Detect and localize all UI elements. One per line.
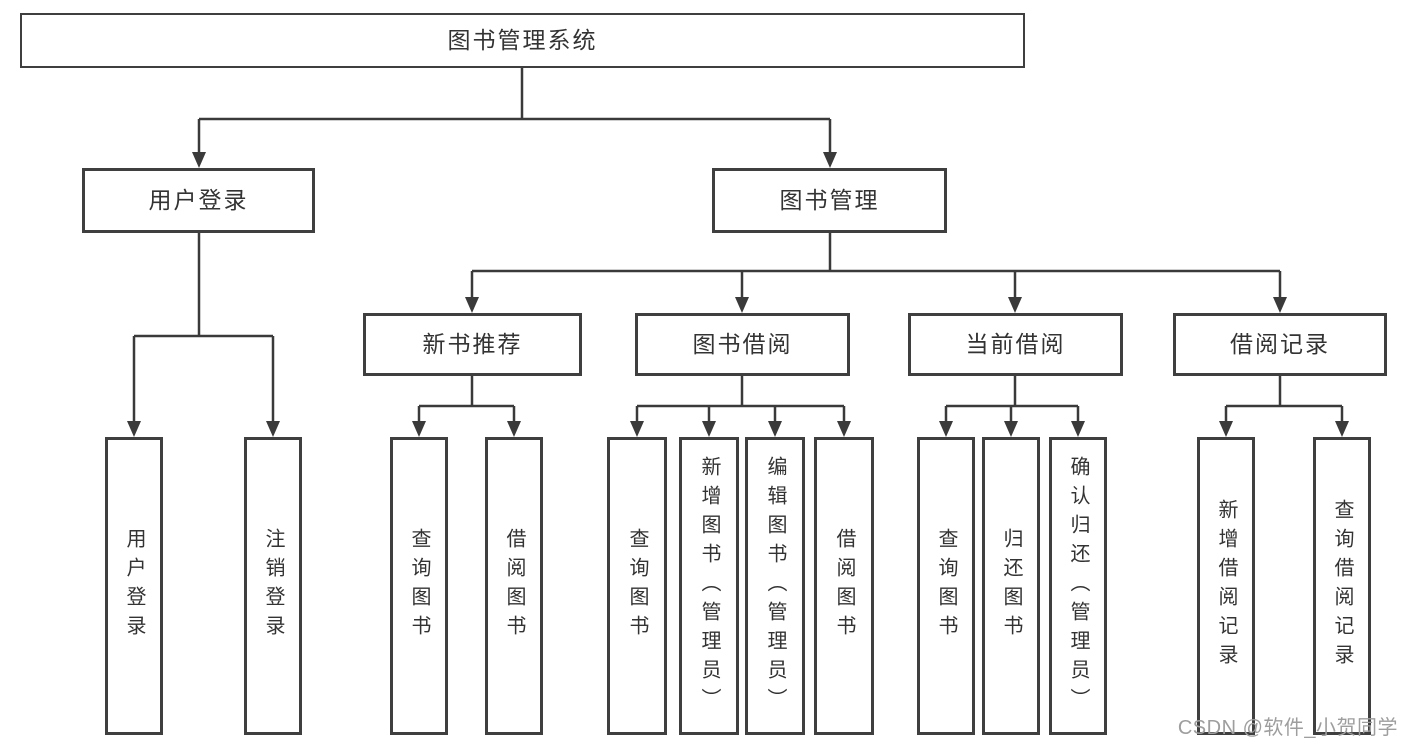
arrow-down-icon <box>465 297 479 313</box>
leaf-add-book-admin: 新增图书（管理员） <box>679 437 739 735</box>
node-library-management-system: 图书管理系统 <box>20 13 1025 68</box>
node-book-borrow: 图书借阅 <box>635 313 850 376</box>
leaf-query-books-current: 查询图书 <box>917 437 975 735</box>
leaf-edit-book-admin-label: 编辑图书（管理员） <box>764 455 786 717</box>
node-book-management: 图书管理 <box>712 168 947 233</box>
arrow-down-icon <box>1008 297 1022 313</box>
arrow-down-icon <box>837 421 851 437</box>
arrow-down-icon <box>1219 421 1233 437</box>
node-library-management-system-label: 图书管理系统 <box>447 26 598 53</box>
leaf-add-borrow-record: 新增借阅记录 <box>1197 437 1255 735</box>
arrow-down-icon <box>702 421 716 437</box>
leaf-query-books-borrow: 查询图书 <box>607 437 667 735</box>
node-user-login-label: 用户登录 <box>148 186 249 213</box>
leaf-borrow-books: 借阅图书 <box>814 437 874 735</box>
leaf-query-borrow-record: 查询借阅记录 <box>1313 437 1371 735</box>
leaf-return-books-label: 归还图书 <box>1000 528 1022 644</box>
arrow-down-icon <box>1335 421 1349 437</box>
node-current-borrow: 当前借阅 <box>908 313 1123 376</box>
leaf-borrow-books-recommend-label: 借阅图书 <box>503 528 525 644</box>
arrow-down-icon <box>127 421 141 437</box>
node-borrow-records: 借阅记录 <box>1173 313 1387 376</box>
leaf-query-books-borrow-label: 查询图书 <box>626 528 648 644</box>
arrow-down-icon <box>507 421 521 437</box>
leaf-add-book-admin-label: 新增图书（管理员） <box>698 455 720 717</box>
arrow-down-icon <box>1004 421 1018 437</box>
leaf-query-books-recommend-label: 查询图书 <box>408 528 430 644</box>
leaf-confirm-return-admin-label: 确认归还（管理员） <box>1067 455 1089 717</box>
leaf-add-borrow-record-label: 新增借阅记录 <box>1215 499 1237 673</box>
node-new-book-recommend: 新书推荐 <box>363 313 582 376</box>
leaf-edit-book-admin: 编辑图书（管理员） <box>745 437 805 735</box>
leaf-confirm-return-admin: 确认归还（管理员） <box>1049 437 1107 735</box>
connector-paths <box>132 68 1344 425</box>
arrow-down-icon <box>192 152 206 168</box>
node-current-borrow-label: 当前借阅 <box>965 330 1066 357</box>
arrow-down-icon <box>412 421 426 437</box>
leaf-query-books-recommend: 查询图书 <box>390 437 448 735</box>
arrow-down-icon <box>768 421 782 437</box>
node-book-management-label: 图书管理 <box>779 186 880 213</box>
leaf-query-books-current-label: 查询图书 <box>935 528 957 644</box>
arrow-down-icon <box>823 152 837 168</box>
node-borrow-records-label: 借阅记录 <box>1230 330 1330 357</box>
arrow-down-icon <box>630 421 644 437</box>
leaf-return-books: 归还图书 <box>982 437 1040 735</box>
leaf-logout: 注销登录 <box>244 437 302 735</box>
leaf-borrow-books-label: 借阅图书 <box>833 528 855 644</box>
leaf-user-login-label: 用户登录 <box>123 528 145 644</box>
arrow-down-icon <box>1273 297 1287 313</box>
leaf-borrow-books-recommend: 借阅图书 <box>485 437 543 735</box>
node-new-book-recommend-label: 新书推荐 <box>422 330 523 357</box>
node-user-login: 用户登录 <box>82 168 315 233</box>
node-book-borrow-label: 图书借阅 <box>692 330 793 357</box>
arrow-down-icon <box>1071 421 1085 437</box>
arrow-down-icon <box>266 421 280 437</box>
csdn-watermark: CSDN @软件_小贺同学 <box>1177 717 1398 739</box>
arrow-down-icon <box>939 421 953 437</box>
arrow-down-icon <box>735 297 749 313</box>
leaf-user-login: 用户登录 <box>105 437 163 735</box>
arrowheads <box>127 152 1349 437</box>
leaf-query-borrow-record-label: 查询借阅记录 <box>1331 499 1353 673</box>
leaf-logout-label: 注销登录 <box>262 528 284 644</box>
